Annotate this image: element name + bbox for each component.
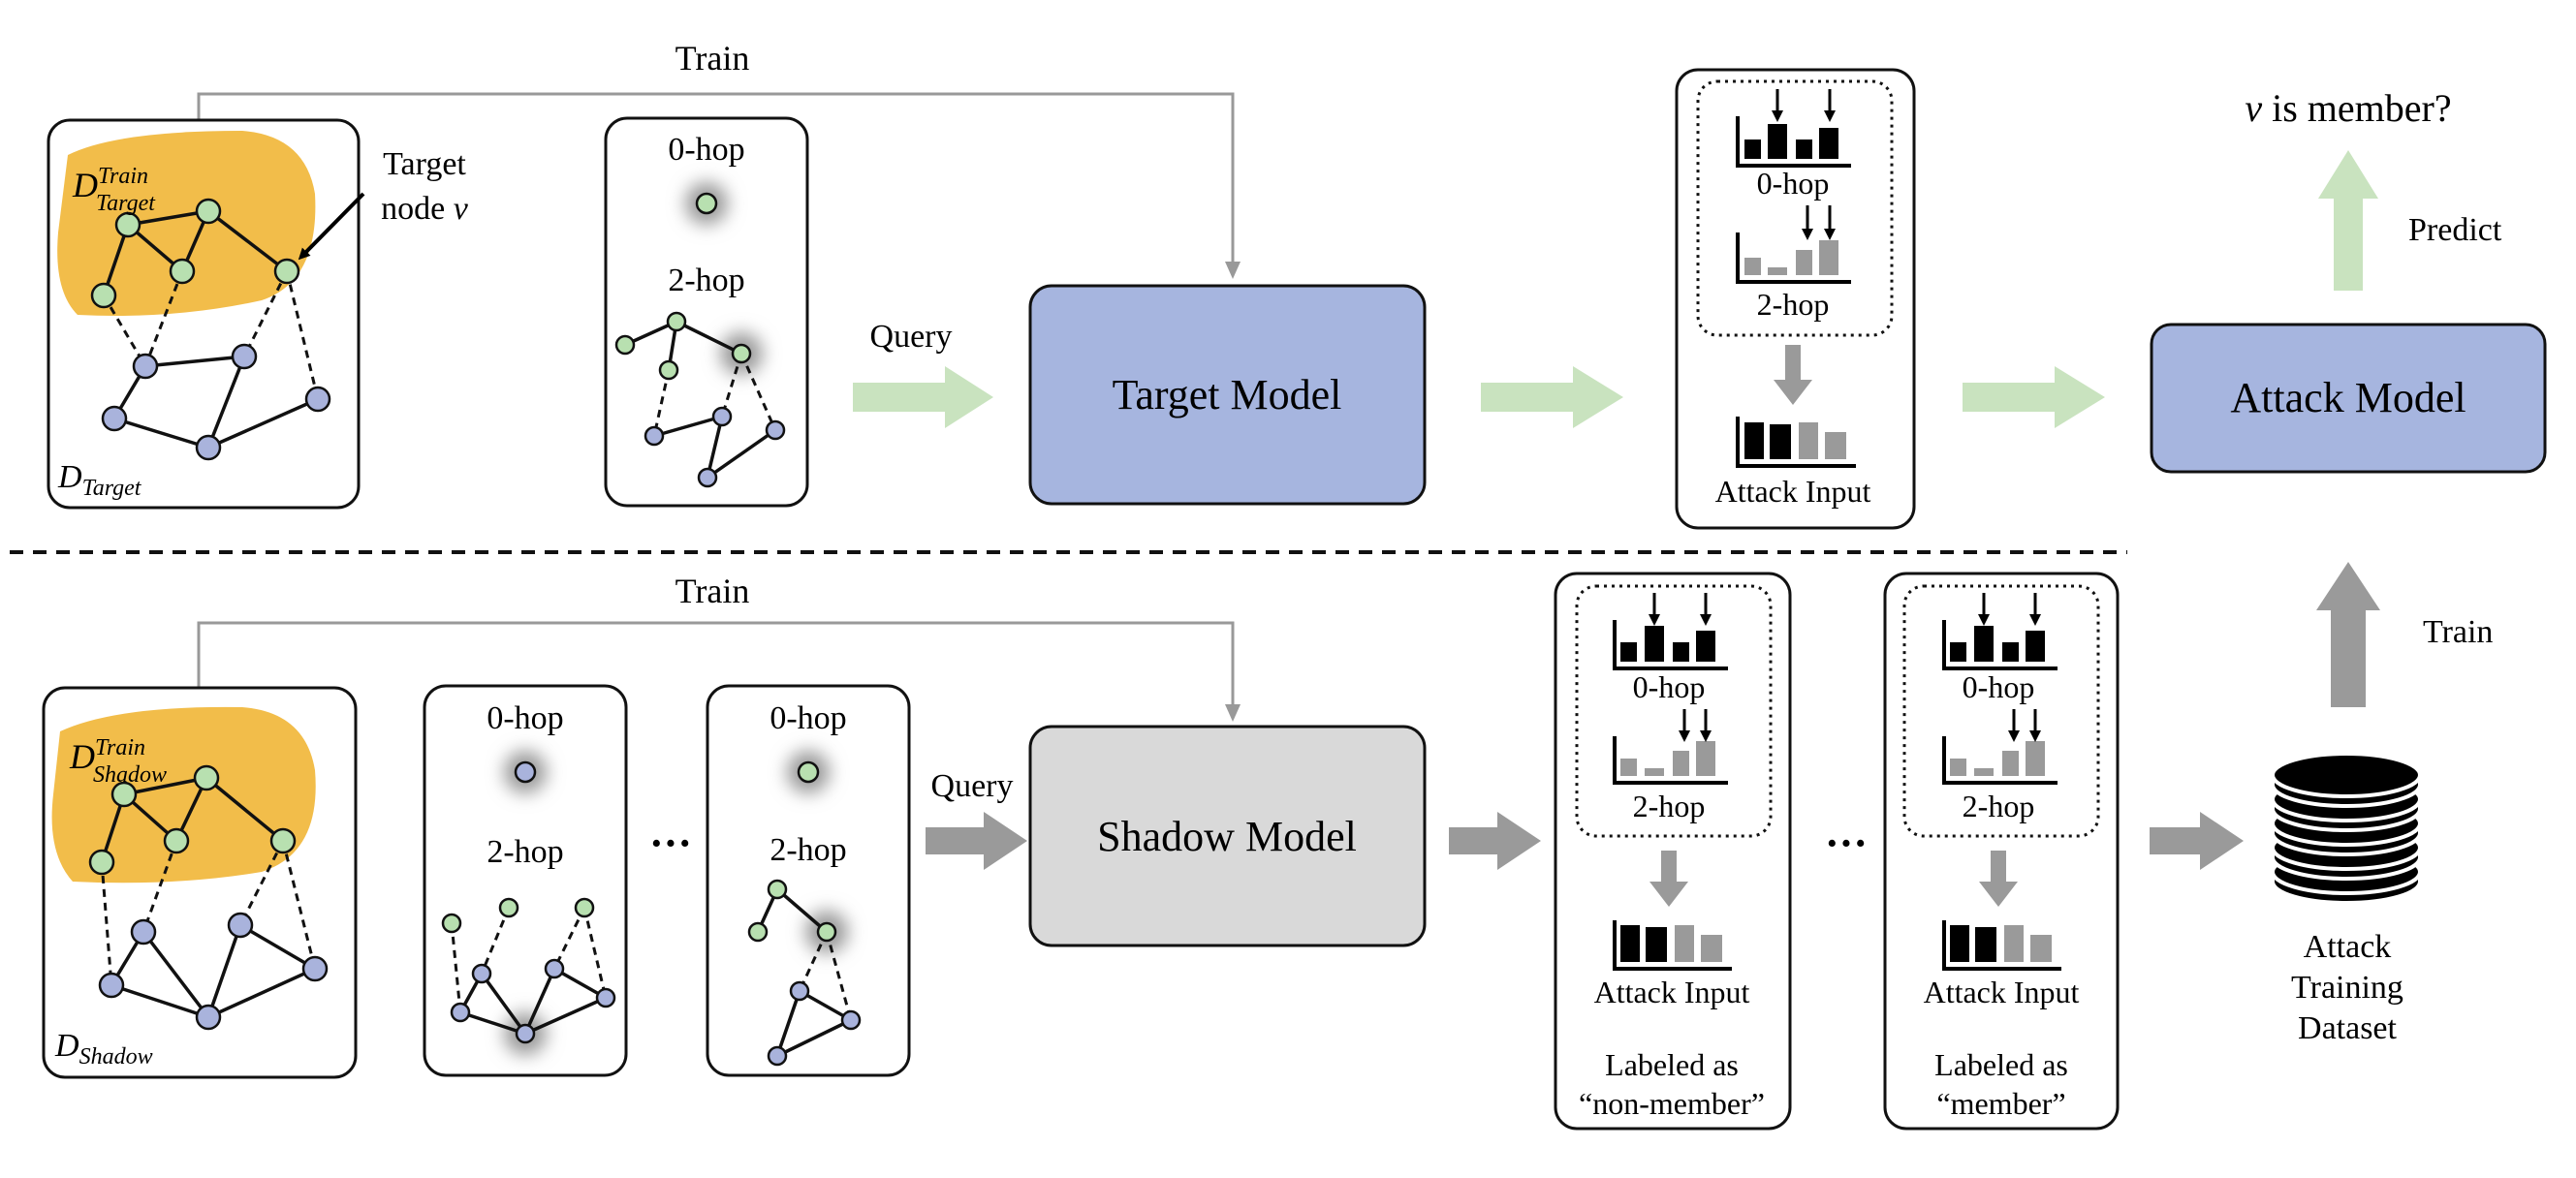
- target-model-label: Target Model: [1113, 371, 1342, 418]
- dataset-label-2: Training: [2291, 970, 2403, 1006]
- attack-inputs-ellipsis: ···: [1825, 820, 1868, 867]
- svg-text:2-hop: 2-hop: [1963, 789, 2035, 823]
- svg-text:0-hop: 0-hop: [770, 700, 846, 736]
- shadow-panels-ellipsis: ···: [649, 820, 692, 867]
- target-train-region: [57, 131, 316, 316]
- svg-text:Train: Train: [2423, 614, 2493, 650]
- target-attack-input-panel: 0-hop 2-hop Attack Input: [1675, 68, 1916, 530]
- svg-text:Attack Input: Attack Input: [1594, 975, 1750, 1009]
- svg-text:0-hop: 0-hop: [1963, 669, 2035, 704]
- dataset-arrow: [2150, 812, 2244, 870]
- svg-text:Attack Input: Attack Input: [1924, 975, 2080, 1009]
- target-train-label: Train: [675, 39, 750, 78]
- shadow-model-label: Shadow Model: [1097, 813, 1357, 860]
- target-query-panel: 0-hop 2-hop: [604, 116, 809, 508]
- membership-question: v is member?: [2245, 86, 2451, 130]
- svg-text:Predict: Predict: [2408, 212, 2502, 248]
- target-node-callout: Target node v: [298, 146, 469, 261]
- predict-arrow: Predict: [2318, 150, 2502, 291]
- shadow-model-box: Shadow Model: [1028, 725, 1427, 947]
- svg-text:0-hop: 0-hop: [487, 700, 563, 736]
- svg-text:2-hop: 2-hop: [1633, 789, 1706, 823]
- dataset-label-3: Dataset: [2298, 1010, 2398, 1046]
- svg-text:2-hop: 2-hop: [487, 834, 563, 870]
- svg-text:0-hop: 0-hop: [1633, 669, 1706, 704]
- shadow-query-panel-1: 0-hop 2-hop: [423, 684, 628, 1077]
- svg-text:Labeled as: Labeled as: [1934, 1047, 2068, 1082]
- svg-text:Query: Query: [870, 319, 953, 355]
- shadow-graph-label: DShadow: [54, 1028, 153, 1070]
- attack-model-box: Attack Model: [2150, 323, 2547, 474]
- target-output-arrow: [1481, 366, 1623, 428]
- svg-text:Query: Query: [931, 768, 1014, 804]
- shadow-query-panel-2: 0-hop 2-hop: [706, 684, 911, 1077]
- svg-text:Labeled as: Labeled as: [1605, 1047, 1739, 1082]
- shadow-attack-input-nonmember: 0-hop 2-hop Attack Input Labeled as “non…: [1554, 572, 1792, 1131]
- attack-model-label: Attack Model: [2230, 374, 2466, 421]
- shadow-train-region: [51, 706, 316, 884]
- shadow-train-connector: Train: [197, 572, 1241, 722]
- svg-text:0-hop: 0-hop: [1757, 166, 1830, 201]
- svg-text:node v: node v: [381, 191, 469, 227]
- attack-train-arrow: Train: [2316, 562, 2493, 707]
- shadow-output-arrow: [1449, 812, 1541, 870]
- target-model-box: Target Model: [1028, 284, 1427, 506]
- svg-text:“non-member”: “non-member”: [1579, 1086, 1765, 1121]
- hop0-label: 0-hop: [668, 132, 744, 168]
- hop2-label: 2-hop: [668, 263, 744, 298]
- shadow-train-label: Train: [675, 572, 750, 610]
- svg-text:2-hop: 2-hop: [770, 832, 846, 868]
- target-query-arrow: Query: [853, 319, 993, 428]
- attack-training-dataset-icon: [2271, 752, 2422, 905]
- dataset-label-1: Attack: [2304, 929, 2392, 965]
- target-graph-label: DTarget: [57, 459, 142, 501]
- svg-text:“member”: “member”: [1936, 1086, 2065, 1121]
- shadow-attack-input-member: 0-hop 2-hop Attack Input Labeled as “mem…: [1883, 572, 2120, 1131]
- attack-input-arrow: [1963, 366, 2105, 428]
- svg-text:2-hop: 2-hop: [1757, 287, 1830, 322]
- svg-text:Target: Target: [383, 146, 466, 182]
- svg-text:Attack Input: Attack Input: [1715, 474, 1871, 509]
- shadow-query-arrow: Query: [926, 768, 1027, 870]
